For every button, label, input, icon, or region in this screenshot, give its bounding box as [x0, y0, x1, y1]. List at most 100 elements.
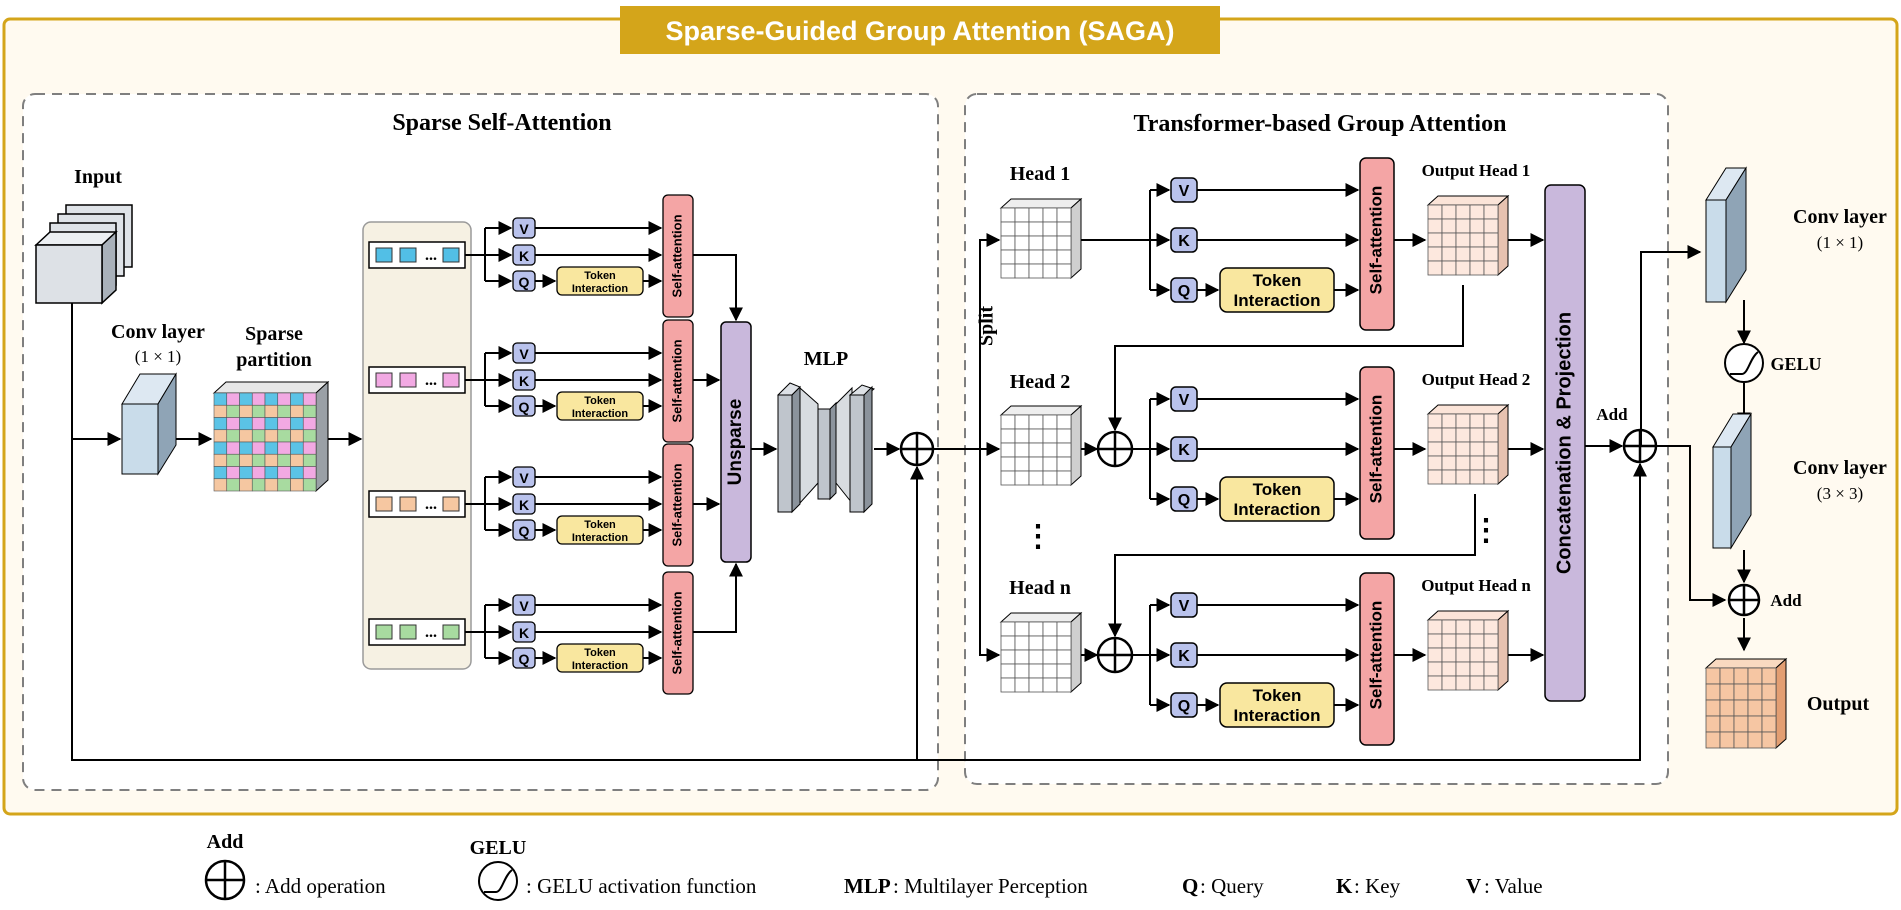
partition-cell [277, 441, 291, 455]
partition-cell [213, 417, 228, 431]
partition-cell [251, 417, 266, 431]
conv1-label: Conv layer [1793, 206, 1887, 228]
token-interaction-label-1: Token [1253, 686, 1302, 705]
gelu-label: GELU [1770, 354, 1821, 374]
token-cell [442, 496, 460, 512]
conv1-size: (1 × 1) [1817, 233, 1863, 252]
q-box-label: Q [519, 523, 530, 539]
legend-k-key: K [1336, 874, 1353, 898]
legend-v-key: V [1466, 874, 1481, 898]
conv2-block [1712, 412, 1752, 550]
head-label: Head 1 [1010, 163, 1071, 185]
partition-cell [213, 453, 228, 467]
self-attention-label: Self-attention [669, 339, 684, 422]
v-box-label: V [519, 598, 529, 614]
conv1-block [1705, 166, 1747, 304]
legend-q-key: Q [1182, 874, 1198, 898]
partition-cell [239, 429, 253, 443]
partition-cell [239, 404, 253, 418]
partition-cell [302, 404, 317, 418]
partition-cell [264, 392, 279, 406]
token-interaction-label-2: Interaction [572, 408, 629, 420]
add-circle-right [1727, 583, 1761, 617]
mlp-label: MLP [804, 348, 848, 370]
self-attention-block [1359, 157, 1395, 331]
q-box-label: Q [1178, 698, 1190, 715]
token-cell [442, 624, 460, 640]
concat-label: Concatenation & Projection [1553, 312, 1575, 574]
partition-cell [251, 404, 266, 418]
legend-v-desc: : Value [1484, 874, 1543, 898]
partition-cell [264, 441, 279, 455]
self-attention-label: Self-attention [1366, 601, 1385, 710]
legend-gelu-icon [478, 861, 518, 901]
head-row: Head nVKQTokenInteractionSelf-attentionO… [999, 572, 1545, 746]
output-dots: ⋮ [1471, 514, 1501, 547]
partition-cell [290, 429, 304, 443]
partition-cell [239, 392, 253, 406]
partition-cell [239, 466, 253, 480]
head-grid [999, 197, 1083, 280]
partition-cell [264, 478, 279, 492]
v-box-label: V [519, 221, 529, 237]
head-label: Head 2 [1010, 371, 1071, 393]
add-label-group: Add [1596, 405, 1628, 424]
group-title: Transformer-based Group Attention [1134, 111, 1507, 137]
partition-cell [290, 453, 304, 467]
partition-cell [277, 417, 291, 431]
output-head-grid [1426, 194, 1510, 277]
partition-cell [277, 453, 291, 467]
unsparse-block [720, 321, 752, 563]
partition-cell [302, 429, 317, 443]
partition-cell [302, 417, 317, 431]
token-interaction-label-2: Interaction [1234, 291, 1321, 310]
conv-label-left: Conv layer [111, 321, 205, 343]
k-box-label: K [519, 373, 529, 389]
legend-add-title: Add [207, 831, 244, 853]
partition-cell [251, 441, 266, 455]
sparse-title: Sparse Self-Attention [392, 110, 611, 136]
partition-cell [290, 466, 304, 480]
self-attention-label: Self-attention [1366, 395, 1385, 504]
partition-cell [302, 453, 317, 467]
token-cell [399, 496, 417, 512]
input-label: Input [74, 166, 122, 188]
token-interaction-label-1: Token [584, 647, 616, 659]
legend-k-desc: : Key [1354, 874, 1401, 898]
head-grid [999, 611, 1083, 694]
output-head-label: Output Head 1 [1422, 161, 1531, 180]
token-cell [375, 372, 393, 388]
head-label: Head n [1009, 577, 1071, 599]
token-interaction-label-1: Token [584, 270, 616, 282]
partition-cell [239, 453, 253, 467]
output-head-label: Output Head 2 [1422, 370, 1531, 389]
output-grid [1704, 657, 1788, 750]
k-box-label: K [1178, 648, 1190, 665]
legend-add-icon [204, 859, 246, 901]
self-attention-label: Self-attention [1366, 186, 1385, 295]
self-attention-block [1359, 366, 1395, 540]
token-interaction-label-2: Interaction [572, 283, 629, 295]
head-rows: Head 1VKQTokenInteractionSelf-attentionO… [999, 157, 1545, 746]
partition-cell [251, 392, 266, 406]
q-box-label: Q [519, 399, 530, 415]
self-attention-label: Self-attention [669, 214, 684, 297]
q-box-label: Q [519, 651, 530, 667]
split-label: Split [976, 306, 998, 346]
token-cell [375, 496, 393, 512]
partition-cell [213, 466, 228, 480]
token-interaction-label-2: Interaction [1234, 500, 1321, 519]
self-attention-block [1359, 572, 1395, 746]
k-box-label: K [1178, 442, 1190, 459]
k-box-label: K [519, 248, 529, 264]
v-box-label: V [1179, 183, 1190, 200]
legend-gelu-title: GELU [470, 837, 527, 859]
partition-cell [213, 478, 228, 492]
add-circle-head [1096, 430, 1134, 468]
sparse-connectors [71, 303, 924, 761]
legend-q-desc: : Query [1200, 874, 1264, 898]
